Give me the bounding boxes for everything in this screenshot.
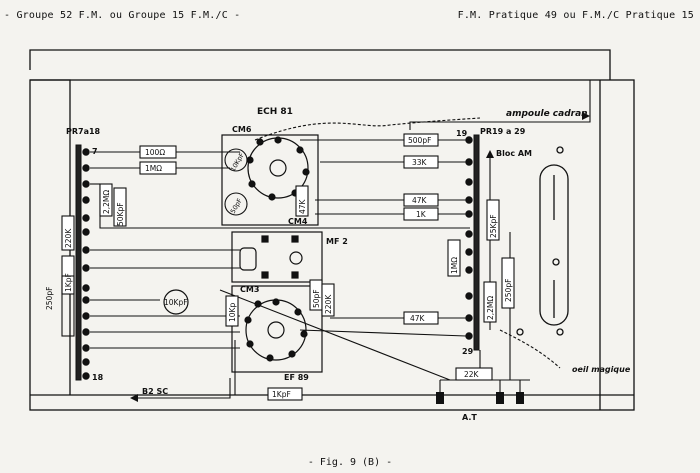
label-ech81: ECH 81: [257, 107, 293, 117]
value-25kpf: 25KpF: [489, 214, 498, 238]
value-47k-vert: 47K: [298, 198, 307, 214]
disc-capacitor: [163, 289, 189, 315]
if-transformer-mf2: [231, 231, 323, 283]
arrows: [130, 112, 590, 402]
label-pr7a18: PR7a18: [66, 127, 101, 136]
label-at: A.T: [462, 413, 477, 422]
label-pin18: 18: [92, 373, 104, 382]
value-1m-right: 1MΩ: [450, 257, 459, 274]
value-250pf-left: 250pF: [45, 287, 54, 310]
resistor-boxes: [61, 133, 515, 401]
value-1kpf-bottom: 1KpF: [272, 390, 291, 399]
value-220k-cm3: 220K: [324, 294, 333, 314]
value-10kpf: 10KpF: [164, 298, 188, 307]
label-mf2: MF 2: [326, 237, 348, 246]
label-pin29: 29: [462, 347, 474, 356]
label-pr19a29: PR19 a 29: [480, 127, 526, 136]
label-cm6: CM6: [232, 125, 252, 134]
magic-eye-slot: [516, 146, 569, 336]
value-22k: 22K: [464, 370, 480, 379]
labels: ECH 81 CM6 CM4 CM3 MF 2 EF 89 ampoule ca…: [66, 107, 631, 422]
label-cm4: CM4: [288, 217, 308, 226]
value-220k-left: 220K: [64, 228, 73, 248]
label-pin7: 7: [92, 147, 98, 156]
label-ampoule: ampoule cadran: [506, 109, 588, 119]
figure-caption: - Fig. 9 (B) -: [307, 457, 393, 468]
value-33k: 33K: [412, 158, 428, 167]
label-oeil: oeil magique: [572, 365, 631, 374]
value-250pf-right: 250pF: [504, 279, 513, 302]
label-bloc-am: Bloc AM: [496, 149, 532, 158]
value-1m: 1MΩ: [145, 164, 162, 173]
terminal-strip-left: [75, 144, 90, 381]
label-pin19: 19: [456, 129, 468, 138]
value-2-2m-right: 2,2MΩ: [486, 296, 495, 320]
label-ef89: EF 89: [284, 373, 309, 382]
label-cm3: CM3: [240, 285, 259, 294]
header-right: F.M. Pratique 49 ou F.M./C Pratique 15: [457, 10, 694, 21]
value-47k-b: 47K: [410, 314, 426, 323]
terminal-lugs-bottom: [436, 392, 524, 404]
disc-capacitor-cm6b: [224, 192, 248, 216]
value-2-2m: 2,2MΩ: [102, 190, 111, 214]
disc-capacitor-cm6: [224, 148, 248, 172]
terminal-strip-right: [465, 134, 480, 351]
value-10kpf-cm6: 10KpF: [229, 151, 246, 173]
tube-socket-ef89: [231, 285, 323, 373]
value-50pf-cm3: 50pF: [312, 289, 321, 308]
header-left: - Groupe 52 F.M. ou Groupe 15 F.M./C -: [4, 10, 241, 21]
label-b2sc: B2 SC: [142, 387, 168, 396]
value-47k-a: 47K: [412, 196, 428, 205]
value-50kpf: 50KpF: [116, 202, 125, 226]
value-50pf-cm6: 50pF: [229, 197, 244, 215]
tube-socket-ech81: [221, 134, 319, 226]
value-10kp-cm3: 10Kp: [228, 303, 237, 322]
value-1k: 1K: [416, 210, 427, 219]
value-100: 100Ω: [145, 148, 165, 157]
chassis-outline: [29, 49, 635, 411]
value-500pf: 500pF: [408, 136, 431, 145]
value-1kpf-left: 1KpF: [64, 273, 73, 292]
